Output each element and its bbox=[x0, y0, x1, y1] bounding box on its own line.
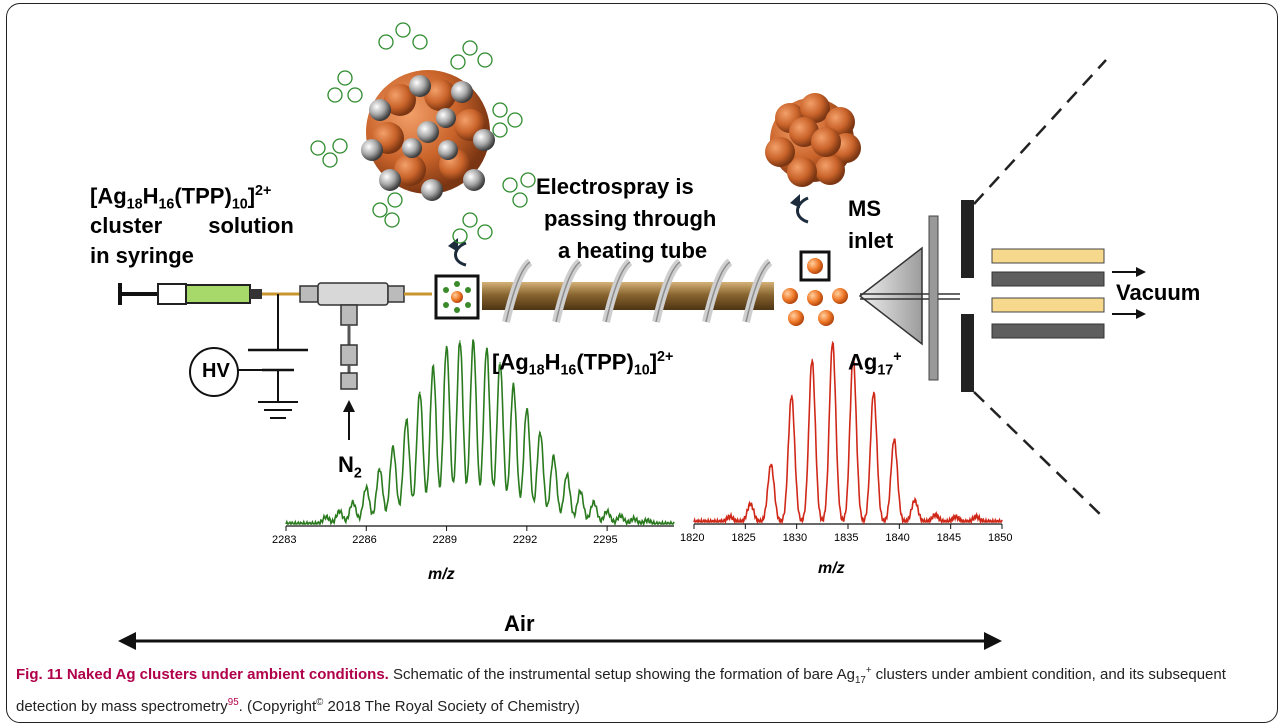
spectrum-tick-label: 2286 bbox=[352, 534, 377, 546]
hv-circuit bbox=[189, 294, 308, 419]
spectrum-peak bbox=[592, 501, 595, 503]
spectrum-peak bbox=[872, 391, 875, 394]
spectrum-peak bbox=[729, 515, 731, 518]
spectrum-ag17-bare bbox=[693, 341, 1003, 529]
electrospray-label-3: a heating tube bbox=[558, 238, 708, 263]
inlet-label: inlet bbox=[848, 228, 894, 253]
air-arrow bbox=[118, 632, 1002, 650]
spectrum-peak bbox=[405, 418, 408, 421]
droplets bbox=[782, 250, 848, 326]
spectrum-peak bbox=[606, 510, 608, 512]
electrospray-label-2: passing through bbox=[544, 206, 717, 231]
spectrum-peak bbox=[512, 384, 515, 386]
spectrum-tick-label: 1840 bbox=[885, 532, 910, 544]
spectrum-peak bbox=[352, 501, 354, 503]
spectrum-peak bbox=[619, 514, 622, 517]
ligated-cluster-box bbox=[434, 238, 480, 320]
figure-caption: Fig. 11 Naked Ag clusters under ambient … bbox=[16, 665, 1226, 715]
spectrum-peak bbox=[633, 517, 635, 520]
caption-title: Fig. 11 Naked Ag clusters under ambient … bbox=[16, 666, 389, 683]
spectrum-tick-label: 1825 bbox=[731, 532, 756, 544]
spectrum-peak bbox=[472, 340, 475, 342]
n2-label: N2 bbox=[338, 452, 362, 482]
ag17-label: Ag17+ bbox=[848, 349, 902, 379]
spectrum-peak bbox=[852, 357, 854, 360]
spectrum-tick-label: 1835 bbox=[834, 532, 859, 544]
ms-label: MS bbox=[848, 196, 881, 221]
spectrum-peak bbox=[934, 514, 937, 516]
spectrum-tick-label: 1820 bbox=[680, 532, 705, 544]
syringe bbox=[118, 283, 300, 305]
spectrum-peak bbox=[338, 510, 341, 512]
heating-tube bbox=[482, 258, 774, 323]
spectrum-ag18-ligated bbox=[285, 339, 675, 531]
spectrum-peak bbox=[913, 499, 916, 502]
spectrum-tick-label: 2292 bbox=[512, 534, 538, 546]
spectrum-peak bbox=[499, 362, 501, 364]
spectrum-tick-label: 1830 bbox=[782, 532, 808, 544]
spectrum-peak bbox=[646, 519, 649, 522]
ms-inlet bbox=[858, 59, 1146, 521]
tee-fitting bbox=[299, 282, 432, 440]
spectrum-peak bbox=[459, 340, 461, 342]
electrospray-label-1: Electrospray is bbox=[536, 174, 694, 199]
spectrum-tick-label: 2295 bbox=[593, 534, 618, 546]
air-label: Air bbox=[504, 611, 535, 636]
spectrum-peak bbox=[811, 359, 813, 361]
spectrum-trace bbox=[693, 342, 1003, 526]
spectrum-peak bbox=[325, 515, 327, 518]
spectrum-peak bbox=[526, 407, 528, 410]
cluster-formula-label: [Ag18H16(TPP)10]2+ bbox=[90, 183, 272, 213]
ligated-ag-cluster-illustration bbox=[310, 22, 536, 244]
spectrum-peak bbox=[418, 391, 421, 394]
spectrum-peak bbox=[893, 438, 895, 441]
in-syringe-label: in syringe bbox=[90, 243, 194, 268]
spectrum-tick-label: 1845 bbox=[936, 532, 962, 544]
spectrum-peak bbox=[790, 395, 793, 397]
hv-label: HV bbox=[202, 360, 230, 382]
spectrum-1-formula-label: [Ag18H16(TPP)10]2+ bbox=[492, 349, 674, 379]
spectrum-tick-label: 1850 bbox=[988, 532, 1013, 544]
bare-ag17-cluster-illustration bbox=[765, 93, 861, 224]
spectrum-peak bbox=[566, 473, 568, 476]
spectrum-peak bbox=[955, 515, 957, 518]
spectrum-peak bbox=[432, 365, 434, 368]
spectrum-peak bbox=[539, 431, 542, 434]
spectrum-tick-label: 2283 bbox=[272, 534, 297, 546]
spectrum-peak bbox=[975, 515, 978, 518]
spectrum-peak bbox=[485, 347, 488, 350]
spectrum-peak bbox=[552, 455, 555, 458]
spectrum-peak bbox=[770, 463, 772, 466]
vacuum-label: Vacuum bbox=[1116, 280, 1201, 305]
spectrum-peak bbox=[749, 503, 752, 505]
spectrum-peak bbox=[378, 468, 381, 470]
spectrum-trace bbox=[285, 339, 675, 527]
spectrum-peak bbox=[392, 446, 394, 448]
spectrum-tick-label: 2289 bbox=[432, 534, 458, 546]
spectrum-peak bbox=[445, 345, 448, 348]
spectrum-peak bbox=[365, 486, 368, 489]
spectrum-2-xlabel: m/z bbox=[818, 560, 845, 577]
figure-frame bbox=[6, 3, 1278, 723]
spectrum-1-xlabel: m/z bbox=[428, 566, 455, 583]
spectrum-peak bbox=[579, 490, 582, 492]
spectrum-peak bbox=[831, 341, 834, 343]
cluster-solution-label: cluster solution bbox=[90, 213, 294, 238]
